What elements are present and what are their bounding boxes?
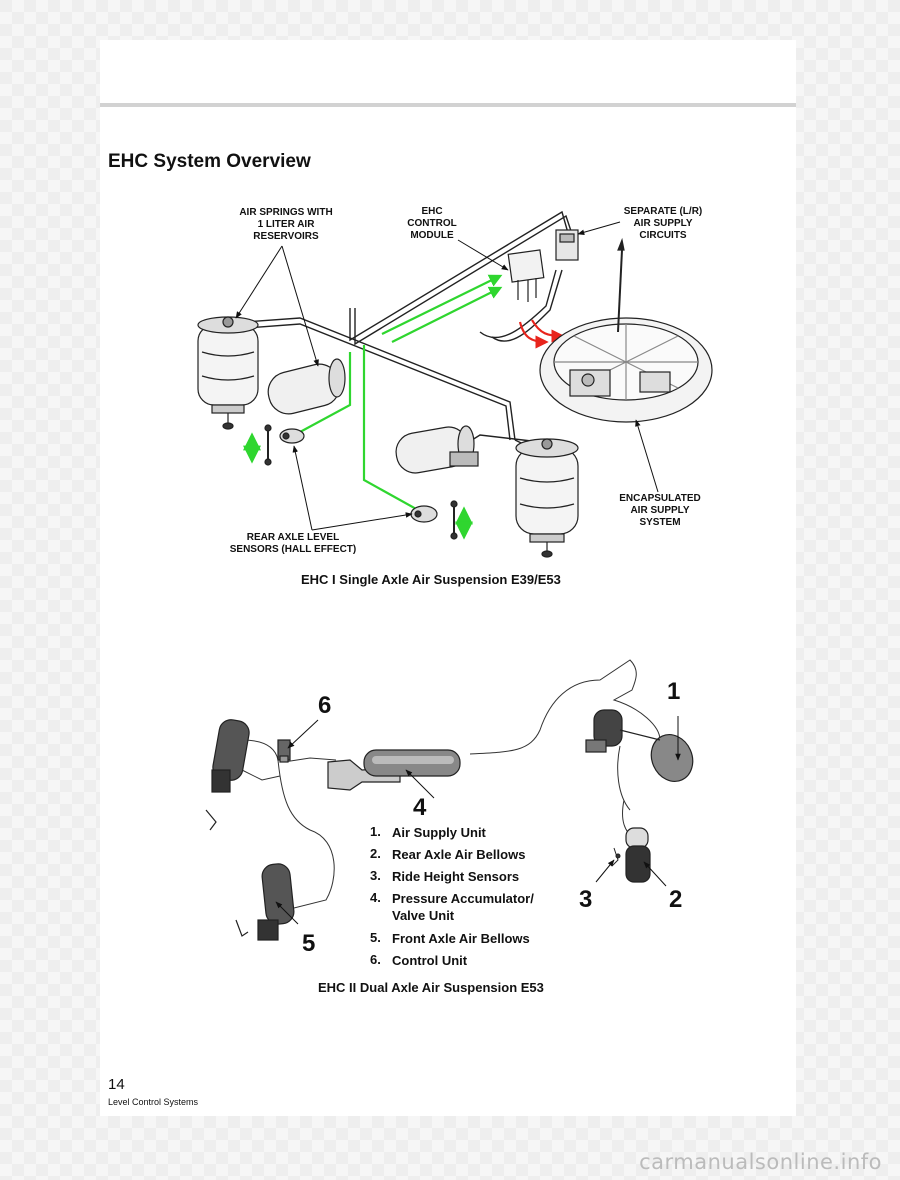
figure-2-illustration <box>205 659 694 941</box>
air-spring-right <box>515 438 579 558</box>
rear-axle-bellows <box>625 827 651 883</box>
page-number: 14 <box>108 1076 125 1093</box>
legend-item: 1.Air Supply Unit <box>370 824 486 840</box>
callout-level-sensors: REAR AXLE LEVEL SENSORS (HALL EFFECT) <box>229 532 357 555</box>
legend-item: 6.Control Unit <box>370 952 468 968</box>
front-bellows-upper <box>205 719 250 831</box>
air-reservoir-right <box>395 425 479 474</box>
page-title: EHC System Overview <box>108 151 311 172</box>
valve-block <box>555 229 579 261</box>
manual-page: EHC System Overview <box>100 40 796 1116</box>
component-number-1: 1 <box>667 678 681 705</box>
encapsulated-supply-unit <box>539 237 713 423</box>
level-sensor-left <box>264 424 305 466</box>
callout-control-module: EHC CONTROL MODULE <box>407 206 457 241</box>
callout-supply-circuits: SEPARATE (L/R) AIR SUPPLY CIRCUITS <box>623 206 703 241</box>
figure-1-illustration <box>197 210 713 558</box>
air-reservoir-left <box>267 358 346 415</box>
callout-leaders <box>235 221 659 531</box>
figure-1-caption: EHC I Single Axle Air Suspension E39/E53 <box>301 572 561 587</box>
signal-lines <box>299 274 503 511</box>
air-spring-left <box>197 316 259 430</box>
travel-arrows <box>243 432 473 540</box>
figure-2-caption: EHC II Dual Axle Air Suspension E53 <box>318 980 544 995</box>
watermark: carmanualsonline.info <box>639 1150 882 1174</box>
legend-item: 4.Pressure Accumulator/ Valve Unit <box>370 890 534 923</box>
system-diagrams <box>197 210 713 941</box>
header-rule <box>100 103 796 107</box>
component-number-2: 2 <box>669 886 683 913</box>
component-number-4: 4 <box>413 794 427 821</box>
component-number-3: 3 <box>579 886 593 913</box>
component-legend: 1.Air Supply Unit 2.Rear Axle Air Bellow… <box>370 824 534 974</box>
level-sensor-right <box>410 500 458 540</box>
pressure-accumulator <box>327 749 461 791</box>
number-leaders <box>275 716 681 925</box>
legend-item: 2.Rear Axle Air Bellows <box>370 846 526 862</box>
ride-height-sensor <box>611 847 621 867</box>
front-bellows-lower <box>235 863 295 941</box>
ehc-control-module <box>507 249 545 302</box>
component-number-5: 5 <box>302 930 316 957</box>
air-supply-unit <box>585 709 694 782</box>
section-name: Level Control Systems <box>108 1097 199 1107</box>
supply-arrows <box>518 319 565 349</box>
component-number-6: 6 <box>318 692 332 719</box>
legend-item: 3.Ride Height Sensors <box>370 868 520 884</box>
air-supply-lines <box>229 210 575 461</box>
control-unit <box>277 739 291 763</box>
legend-item: 5.Front Axle Air Bellows <box>370 930 530 946</box>
wiring-harness <box>241 659 661 913</box>
callout-air-springs: AIR SPRINGS WITH 1 LITER AIR RESERVOIRS <box>239 207 333 242</box>
callout-encapsulated-system: ENCAPSULATED AIR SUPPLY SYSTEM <box>619 493 701 528</box>
